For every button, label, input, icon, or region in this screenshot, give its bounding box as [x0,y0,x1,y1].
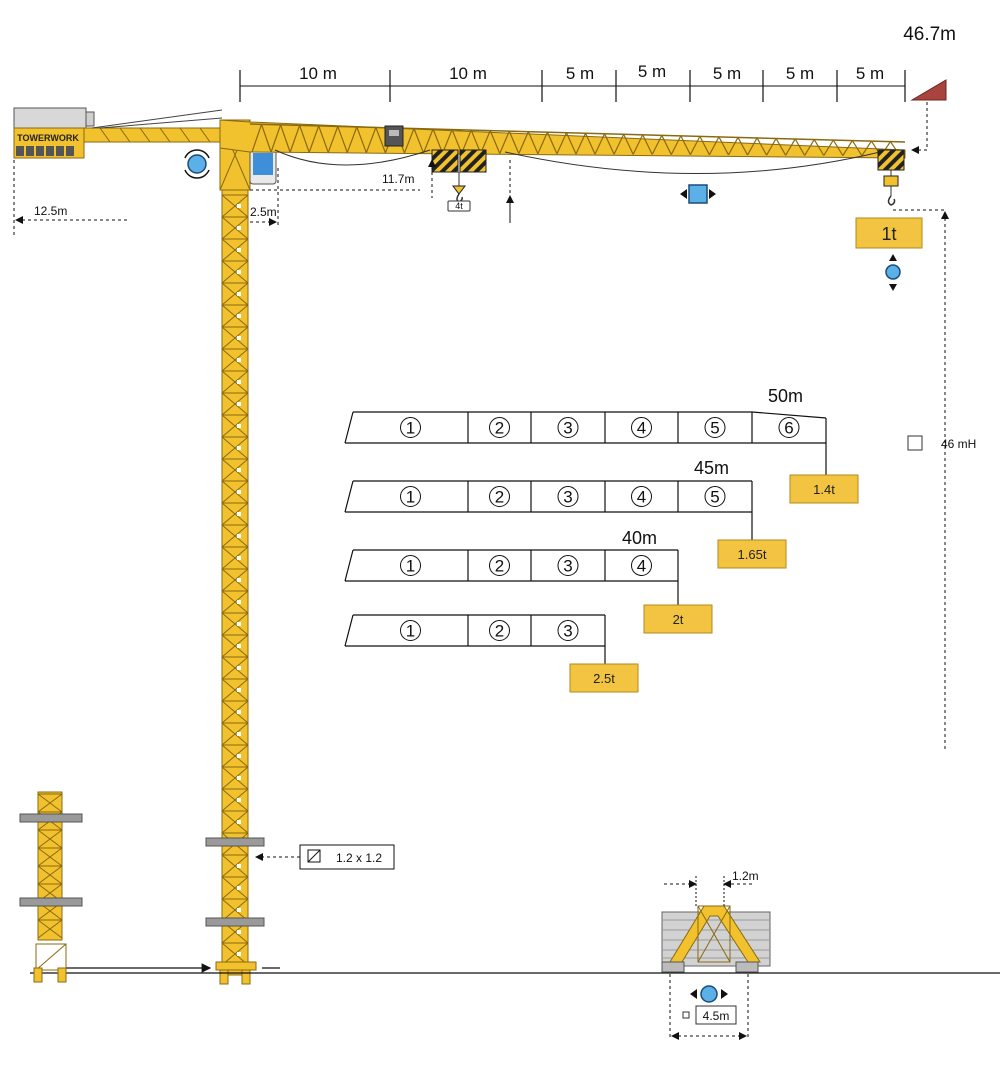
configuration-row: 1 2 3 4 40m 2t [344,528,713,634]
segment-number-circle [704,417,726,438]
jib-segment-label-1: 10 m [299,64,337,83]
segment-number-circle [400,486,421,507]
jib-configurations: 1 2 3 4 5 6 50m 1.4t 1 2 3 4 5 45m 1.65t 1 2 3 4 40m 2t 1 2 3 2.… [344,386,859,693]
cab-offset-dimension: 2.5m [250,168,420,226]
mast [205,189,265,985]
tip-load-label: 1t [881,224,896,244]
segment-number-circle [400,620,421,641]
mast-section-detail [19,791,83,983]
trolley-travel-icon [680,184,716,204]
configuration-length-label: 40m [622,528,657,548]
configuration-load-label: 2.5t [593,671,615,686]
segment-number: 4 [637,488,646,507]
base-width-label: 1.2m [732,869,759,883]
jib-segment-label-5: 5 m [713,64,741,83]
configuration-length-label: 45m [694,458,729,478]
segment-number: 6 [784,419,793,438]
segment-number: 4 [637,419,646,438]
configuration-load-box [717,539,787,569]
configuration-load-box [789,474,859,504]
configuration-row: 1 2 3 2.5t [344,614,639,693]
segment-number: 3 [563,419,572,438]
min-radius-label: 11.7m [382,172,414,186]
segment-number-circle [557,620,579,641]
configuration-load-label: 1.4t [813,482,835,497]
jib-dimension-row: 10 m 10 m 5 m 5 m 5 m 5 m 5 m [239,62,906,102]
segment-number-circle [704,486,726,507]
segment-number: 1 [406,419,415,438]
base-chassis-detail [661,905,771,973]
counter-jib-dimension: 12.5m [13,160,128,238]
jib [219,119,906,174]
segment-number: 2 [495,419,504,438]
segment-number-circle [778,417,800,438]
counter-jib: TOWERWORK [13,107,225,159]
segment-number-circle [557,417,579,438]
segment-number-circle [489,555,510,576]
brand-logo: TOWERWORK [17,133,79,143]
segment-number-circle [489,486,510,507]
configuration-load-box [643,604,713,634]
segment-number: 4 [637,557,646,576]
travel-motion-icon [700,985,718,1003]
jib-segment-label-6: 5 m [786,64,814,83]
configuration-load-label: 1.65t [738,547,767,562]
segment-number: 1 [406,557,415,576]
cab-offset-label: 2.5m [250,205,277,219]
max-radius-label: 46.7m [903,24,956,45]
jib-segment-label-7: 5 m [856,64,884,83]
configuration-length-label: 50m [768,386,803,406]
segment-number: 3 [563,622,572,641]
hook-height-dimension: 46 mH [893,209,976,750]
segment-number: 3 [563,488,572,507]
configuration-row: 1 2 3 4 5 45m 1.65t [344,458,787,569]
segment-number-circle [489,620,510,641]
base-width-dimension: 1.2m [664,869,759,906]
configuration-row: 1 2 3 4 5 6 50m 1.4t [344,386,859,504]
segment-number-circle [489,417,510,438]
segment-number: 5 [710,419,719,438]
mast-section-callout: 1.2 x 1.2 [255,844,395,870]
trolley-tip [877,149,905,206]
segment-number: 5 [710,488,719,507]
segment-number: 2 [495,557,504,576]
ballast-wedge-icon [910,79,947,101]
base-track-dimension: 4.5m [669,974,749,1040]
segment-number-circle [400,555,421,576]
segment-number: 1 [406,622,415,641]
segment-number-circle [400,417,421,438]
hoist-motion-icon [885,254,901,291]
mast-section-label: 1.2 x 1.2 [336,851,382,865]
segment-number-circle [557,555,579,576]
configuration-load-box [569,663,639,693]
hook-height-label: 46 mH [941,437,976,451]
counter-jib-length-label: 12.5m [34,204,67,218]
segment-number-circle [631,486,652,507]
jib-segment-label-4: 5 m [638,62,666,81]
segment-number: 2 [495,488,504,507]
configuration-load-label: 2t [673,612,684,627]
jib-segment-label-2: 10 m [449,64,487,83]
segment-number: 2 [495,622,504,641]
segment-number: 3 [563,557,572,576]
jib-segment-label-3: 5 m [566,64,594,83]
trolley-min-radius: 4t [431,149,487,212]
trolley-load-label: 4t [455,201,463,211]
slewing-icon [184,149,210,179]
segment-number-circle [557,486,579,507]
min-radius-dimension: 11.7m [382,159,514,226]
segment-number-circle [631,555,652,576]
segment-number-circle [631,417,652,438]
height-square-icon [907,435,923,451]
segment-number: 1 [406,488,415,507]
base-track-label: 4.5m [703,1009,730,1023]
tip-load-box: 1t [855,217,923,249]
